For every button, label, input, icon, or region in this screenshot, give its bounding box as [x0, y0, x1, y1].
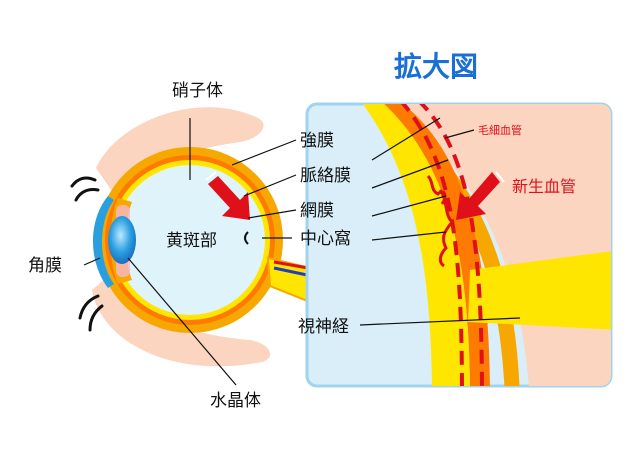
- label-lens: 水晶体: [210, 391, 261, 411]
- enlarged-layers: [360, 104, 611, 386]
- red-arrow-icon: [456, 171, 505, 220]
- label-cornea: 角膜: [28, 256, 62, 276]
- lens-shape: [108, 216, 136, 264]
- label-choroid: 脈絡膜: [300, 166, 351, 186]
- label-retina: 網膜: [300, 201, 334, 221]
- label-optic-nerve: 視神経: [298, 317, 349, 337]
- upper-eyelash: [70, 176, 100, 202]
- fovea-mark: [244, 231, 249, 245]
- enlarged-retina: [360, 104, 470, 386]
- label-capillary: 毛細血管: [478, 123, 522, 137]
- label-macula: 黄斑部: [166, 231, 217, 251]
- cornea-shape: [93, 196, 114, 288]
- label-sclera: 強膜: [300, 131, 334, 151]
- lower-eyelash: [78, 294, 104, 332]
- leader-lines: [83, 117, 521, 386]
- label-fovea: 中心窩: [300, 229, 351, 249]
- lower-eyelid: [92, 268, 271, 367]
- capillary-dash-2: [398, 104, 464, 386]
- panel-title: 拡大図: [394, 50, 478, 83]
- new-vessel-shape-2: [426, 174, 447, 205]
- label-vitreous: 硝子体: [172, 81, 223, 101]
- label-new-vessel: 新生血管: [512, 177, 576, 196]
- enlarged-optic-nerve: [468, 250, 611, 330]
- new-vessel-shape: [438, 189, 454, 268]
- red-arrow-icon: [205, 171, 250, 220]
